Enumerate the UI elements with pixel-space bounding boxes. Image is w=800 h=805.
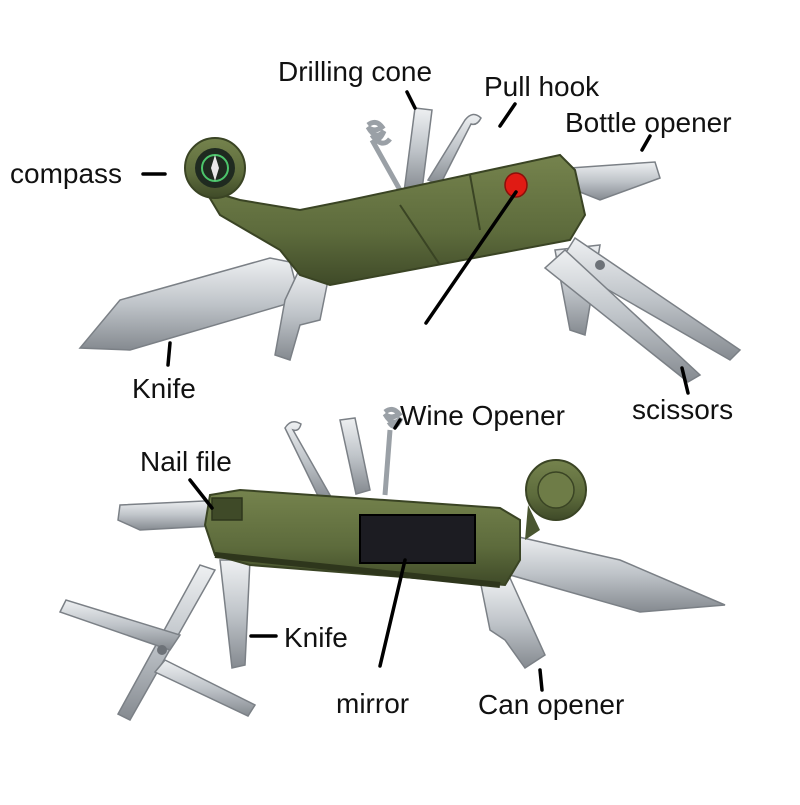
top-body [202, 153, 587, 287]
bottom-drill [339, 417, 371, 495]
top-multitool [78, 107, 742, 383]
bottom-scissors-blade-3 [153, 659, 257, 717]
top-knife-blade [78, 257, 301, 351]
top-scissors-pivot [595, 260, 605, 270]
label-can-opener: Can opener [478, 689, 625, 720]
label-wine-opener: Wine Opener [400, 400, 565, 431]
leader-nail-file [188, 478, 214, 510]
leader-wine-opener [393, 418, 402, 430]
leader-knife-top [166, 341, 172, 367]
leader-lines [141, 90, 690, 692]
leader-red-button [424, 190, 518, 325]
label-drilling-cone: Drilling cone [278, 56, 433, 87]
bottom-scissors-pivot [157, 645, 167, 655]
leader-bottle-opener [640, 134, 652, 152]
label-nail-file: Nail file [140, 446, 232, 477]
bottom-scissors-blade-2 [58, 599, 182, 651]
label-mirror: mirror [336, 688, 410, 719]
label-compass: compass [10, 158, 123, 189]
bottom-can-opener [479, 577, 546, 670]
mirror-panel [359, 514, 476, 564]
label-knife-bottom: Knife [284, 622, 348, 653]
label-pull-hook: Pull hook [484, 71, 600, 102]
bottle-opener-blade [568, 161, 661, 201]
top-scissors-blade-2 [543, 248, 702, 383]
leader-pull-hook [498, 102, 517, 128]
top-corkscrew [365, 119, 403, 192]
label-knife-top: Knife [132, 373, 196, 404]
label-scissors: scissors [632, 394, 734, 425]
bottom-small-knife [219, 559, 251, 669]
nail-file-slot [211, 497, 243, 521]
label-bottle-opener: Bottle opener [565, 107, 732, 138]
pull-hook-blade [426, 113, 482, 186]
bottom-pull-hook [284, 421, 332, 502]
leader-scissors [680, 366, 690, 395]
leader-mirror [378, 558, 407, 668]
bottom-knife-blade [509, 534, 726, 613]
bottom-multitool [58, 406, 726, 721]
leader-drilling-cone [405, 90, 417, 110]
leader-can-opener [538, 668, 544, 692]
red-button [504, 172, 528, 198]
